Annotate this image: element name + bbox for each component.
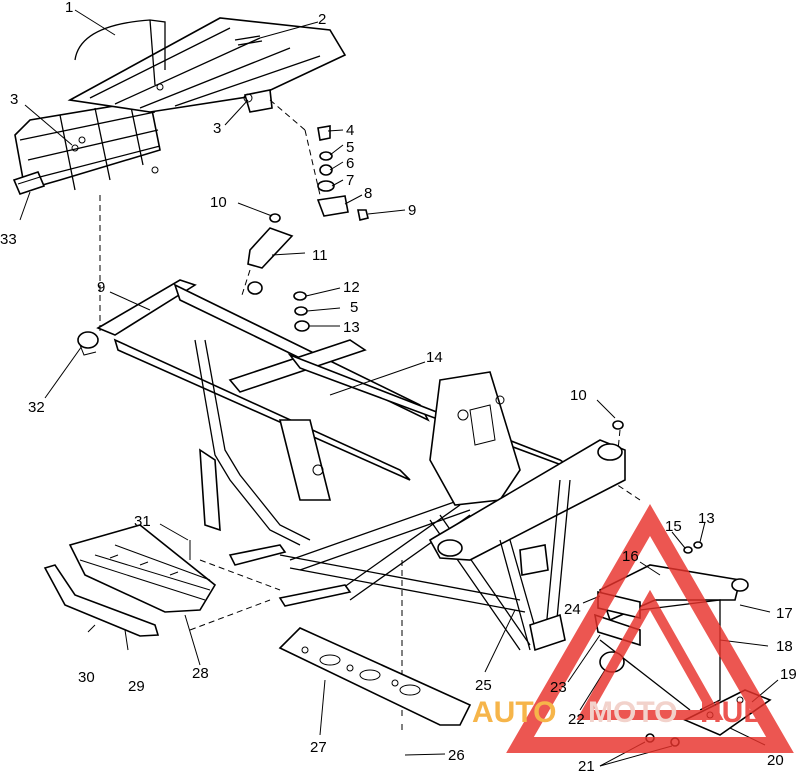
watermark-text-hub: HUB — [700, 696, 765, 729]
callout-5: 5 — [346, 139, 354, 156]
frame-bracket — [247, 213, 310, 332]
footrest-plate — [43, 564, 160, 637]
callout-15: 15 — [665, 518, 682, 535]
rack-bracket — [243, 89, 273, 113]
callout-16: 16 — [622, 548, 639, 565]
callout-13: 13 — [698, 510, 715, 527]
callout-5: 5 — [350, 299, 358, 316]
callout-24: 24 — [564, 601, 581, 618]
callout-25: 25 — [475, 677, 492, 694]
callout-11: 11 — [312, 247, 328, 264]
callout-3: 3 — [213, 120, 221, 137]
skid-plate — [278, 627, 472, 726]
callout-21: 21 — [578, 758, 595, 773]
callout-27: 27 — [310, 739, 327, 756]
callout-18: 18 — [776, 638, 793, 655]
callout-2: 2 — [318, 11, 326, 28]
callout-12: 12 — [343, 279, 360, 296]
callout-32: 32 — [28, 399, 45, 416]
callout-7: 7 — [346, 172, 354, 189]
callout-9: 9 — [97, 279, 105, 296]
callout-30: 30 — [78, 669, 95, 686]
callout-10: 10 — [570, 387, 587, 404]
end-cap — [77, 331, 99, 356]
callout-3: 3 — [10, 91, 18, 108]
callout-1: 1 — [65, 0, 73, 16]
callout-31: 31 — [134, 513, 151, 530]
callout-26: 26 — [448, 747, 465, 764]
callout-22: 22 — [568, 711, 585, 728]
reflector — [12, 171, 46, 195]
fastener-stack — [316, 125, 369, 221]
callout-33: 33 — [0, 231, 17, 248]
callout-9: 9 — [408, 202, 416, 219]
callout-20: 20 — [767, 752, 784, 769]
rear-rack — [14, 17, 347, 192]
callout-29: 29 — [128, 678, 145, 695]
callout-8: 8 — [364, 185, 372, 202]
callout-23: 23 — [550, 679, 567, 696]
callout-4: 4 — [346, 122, 354, 139]
callout-17: 17 — [776, 605, 793, 622]
callout-19: 19 — [780, 666, 797, 683]
callout-13: 13 — [343, 319, 360, 336]
callout-10: 10 — [210, 194, 227, 211]
watermark-text-moto: MOTO — [588, 696, 677, 729]
automotohub-watermark: AUTO MOTO HUB — [472, 504, 794, 753]
callout-6: 6 — [346, 155, 354, 172]
footrest — [68, 524, 217, 613]
callout-28: 28 — [192, 665, 209, 682]
assembly-lines — [99, 99, 641, 720]
watermark-text-auto: AUTO — [472, 696, 556, 729]
callout-14: 14 — [426, 349, 443, 366]
